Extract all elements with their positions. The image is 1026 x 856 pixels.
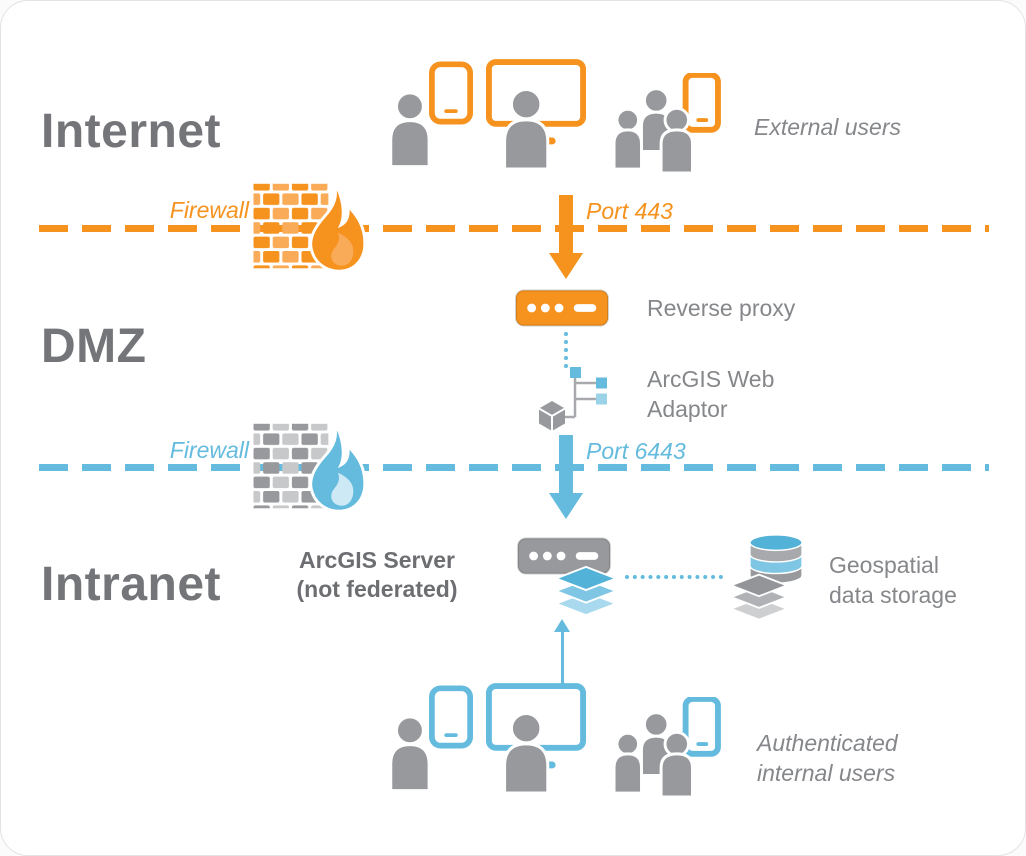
reverse-proxy-label: Reverse proxy [647, 295, 796, 321]
zone-label-dmz: DMZ [41, 320, 147, 373]
firewall-icon-top [251, 179, 375, 275]
proxy-adaptor-connector [564, 332, 568, 368]
arcgis-server-label-line1: ArcGIS Server [299, 547, 455, 573]
web-adaptor-label-line1: ArcGIS Web [647, 366, 775, 392]
geospatial-storage-label-line1: Geospatial [829, 552, 939, 578]
firewall-boundary-bottom [39, 464, 989, 471]
port-443-label: Port 443 [586, 198, 673, 224]
server-storage-connector [625, 575, 723, 579]
storage-layers-icon [728, 571, 790, 625]
up-arrow-internal-users [554, 619, 570, 685]
geospatial-storage-label: Geospatial data storage [829, 550, 957, 610]
internal-users-label-line2: internal users [757, 760, 896, 786]
arcgis-server-icon [515, 535, 613, 577]
server-layers-icon [553, 563, 619, 621]
web-adaptor-label: ArcGIS Web Adaptor [647, 364, 774, 424]
geospatial-storage-label-line2: data storage [829, 582, 957, 608]
port-6443-label: Port 6443 [586, 438, 686, 464]
web-adaptor-label-line2: Adaptor [647, 396, 728, 422]
firewall-icon-bottom [251, 419, 375, 515]
arcgis-server-label: ArcGIS Server (not federated) [271, 546, 483, 604]
people-phone-icon-internal [611, 697, 721, 797]
zone-label-intranet: Intranet [41, 558, 222, 611]
firewall-bottom-label: Firewall [169, 437, 249, 463]
external-users-label: External users [754, 114, 902, 140]
person-monitor-icon-internal [485, 683, 587, 793]
internal-users-label-line1: Authenticated [757, 730, 898, 756]
down-arrow-port-6443 [549, 435, 583, 519]
internal-users-label: Authenticated internal users [757, 728, 898, 788]
database-cylinder-icon [748, 529, 804, 591]
zone-label-internet: Internet [41, 105, 222, 158]
people-phone-icon [611, 73, 721, 173]
person-tablet-icon [387, 61, 473, 167]
person-tablet-icon-internal [387, 685, 473, 791]
down-arrow-port-443 [549, 195, 583, 279]
reverse-proxy-icon [513, 287, 611, 329]
person-monitor-icon [485, 59, 587, 169]
arcgis-server-label-line2: (not federated) [296, 576, 458, 602]
firewall-top-label: Firewall [169, 197, 249, 223]
firewall-boundary-top [39, 225, 989, 232]
web-adaptor-icon [535, 365, 615, 433]
